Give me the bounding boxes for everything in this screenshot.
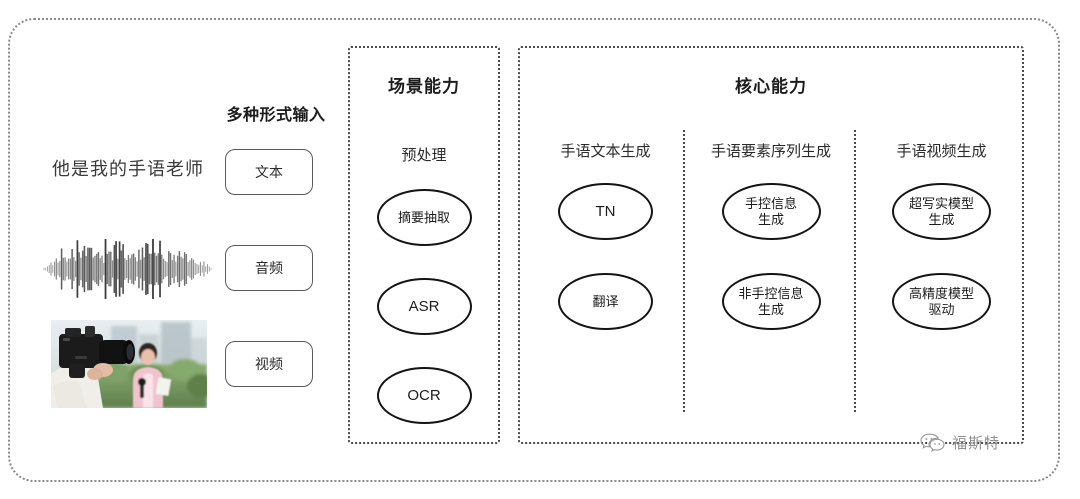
node-asr[interactable]: ASR	[376, 278, 472, 335]
video-input-button[interactable]: 视频	[225, 341, 313, 387]
node-label: 非手控信息 生成	[738, 285, 804, 317]
node-label: 翻译	[592, 293, 619, 309]
column-sign-video-generation: 手语视频生成 超写实模型 生成 高精度模型 驱动	[859, 140, 1024, 363]
node-tn[interactable]: TN	[558, 183, 653, 240]
node-high-precision-model-driving[interactable]: 高精度模型 驱动	[892, 273, 991, 330]
node-label: TN	[595, 202, 616, 220]
node-manual-info-generation[interactable]: 手控信息 生成	[721, 183, 821, 240]
watermark-text: 福斯特	[952, 435, 1001, 452]
scene-capability-title: 场景能力	[388, 77, 460, 96]
column-label: 手语文本生成	[560, 143, 651, 160]
node-summary-extraction[interactable]: 摘要抽取	[376, 189, 472, 246]
node-label: OCR	[407, 386, 441, 404]
column-label: 手语要素序列生成	[710, 143, 831, 160]
node-translation[interactable]: 翻译	[558, 273, 653, 330]
sample-sentence-text: 他是我的手语老师	[52, 159, 204, 179]
node-label: 超写实模型 生成	[908, 195, 974, 227]
multi-input-heading: 多种形式输入	[226, 107, 326, 124]
audio-input-button[interactable]: 音频	[225, 245, 313, 291]
node-hyperrealistic-model-generation[interactable]: 超写实模型 生成	[892, 183, 991, 240]
node-label: 高精度模型 驱动	[908, 285, 974, 317]
column-sign-element-sequence-generation: 手语要素序列生成 手控信息 生成 非手控信息 生成	[688, 140, 854, 363]
node-ocr[interactable]: OCR	[376, 367, 472, 424]
watermark: 福斯特	[920, 432, 1000, 453]
core-capability-title: 核心能力	[735, 77, 807, 96]
node-non-manual-info-generation[interactable]: 非手控信息 生成	[721, 273, 821, 330]
wechat-icon	[920, 433, 946, 453]
node-label: 摘要抽取	[397, 209, 450, 225]
scene-capability-box: 场景能力 预处理 摘要抽取 ASR OCR	[348, 46, 500, 444]
preprocess-column: 预处理 摘要抽取 ASR OCR	[350, 144, 498, 456]
column-sign-text-generation: 手语文本生成 TN 翻译	[528, 140, 683, 363]
node-label: 手控信息 生成	[744, 195, 797, 227]
column-divider-2	[854, 130, 856, 412]
column-label: 手语视频生成	[896, 143, 987, 160]
preprocess-label: 预处理	[401, 147, 447, 164]
audio-waveform-icon	[42, 238, 214, 300]
text-input-button[interactable]: 文本	[225, 149, 313, 195]
camera-operator-photo	[51, 320, 207, 408]
node-label: ASR	[408, 297, 440, 315]
column-divider-1	[683, 130, 685, 412]
core-capability-box: 核心能力 手语文本生成 TN 翻译 手语要素序列生成 手控信息 生成 非手控信息…	[518, 46, 1024, 444]
outer-frame	[8, 18, 1060, 482]
